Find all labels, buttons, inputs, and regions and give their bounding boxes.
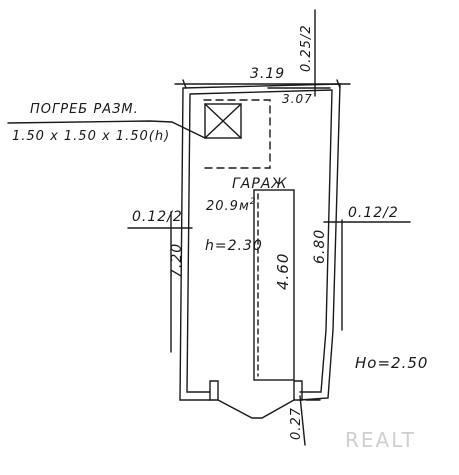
room-area: 20.9м2	[206, 197, 257, 214]
dim-door-label: 0.27	[289, 407, 304, 440]
room-height: h=2.30	[205, 238, 263, 254]
cellar-leader	[7, 120, 206, 139]
room-name: ГАРАЖ	[232, 176, 287, 192]
inner-wall	[186, 89, 333, 393]
dim-top-outer-label: 3.19	[250, 66, 285, 82]
dim-right-len-label: 6.80	[312, 229, 328, 264]
floor-height-label: Hо=2.50	[355, 354, 428, 372]
door-post-left	[209, 380, 219, 401]
dim-door-line	[299, 395, 321, 446]
dim-right-wall-label: 0.12/2	[348, 205, 399, 221]
dim-top-inner-label: 3.07	[282, 92, 313, 106]
room-area-value: 20.9м	[206, 199, 250, 214]
cellar-size: 1.50 x 1.50 x 1.50(h)	[12, 129, 170, 144]
door-post-right	[293, 380, 303, 401]
cellar-outline	[203, 99, 271, 169]
watermark: REALT	[345, 428, 416, 452]
dim-middle-len-label: 4.60	[274, 253, 292, 290]
outer-wall	[179, 83, 341, 401]
dim-left-len-label: 7.20	[169, 243, 185, 278]
cellar-label: ПОГРЕБ РАЗМ.	[30, 102, 139, 117]
room-area-sup: 2	[250, 197, 257, 207]
dim-top	[174, 79, 351, 89]
dim-top-wall-label: 0.25/2	[299, 24, 314, 72]
dim-left-wall-label: 0.12/2	[132, 209, 183, 225]
inspection-pit	[253, 189, 295, 381]
door-swing	[217, 399, 295, 419]
cellar-hatch	[204, 103, 242, 139]
